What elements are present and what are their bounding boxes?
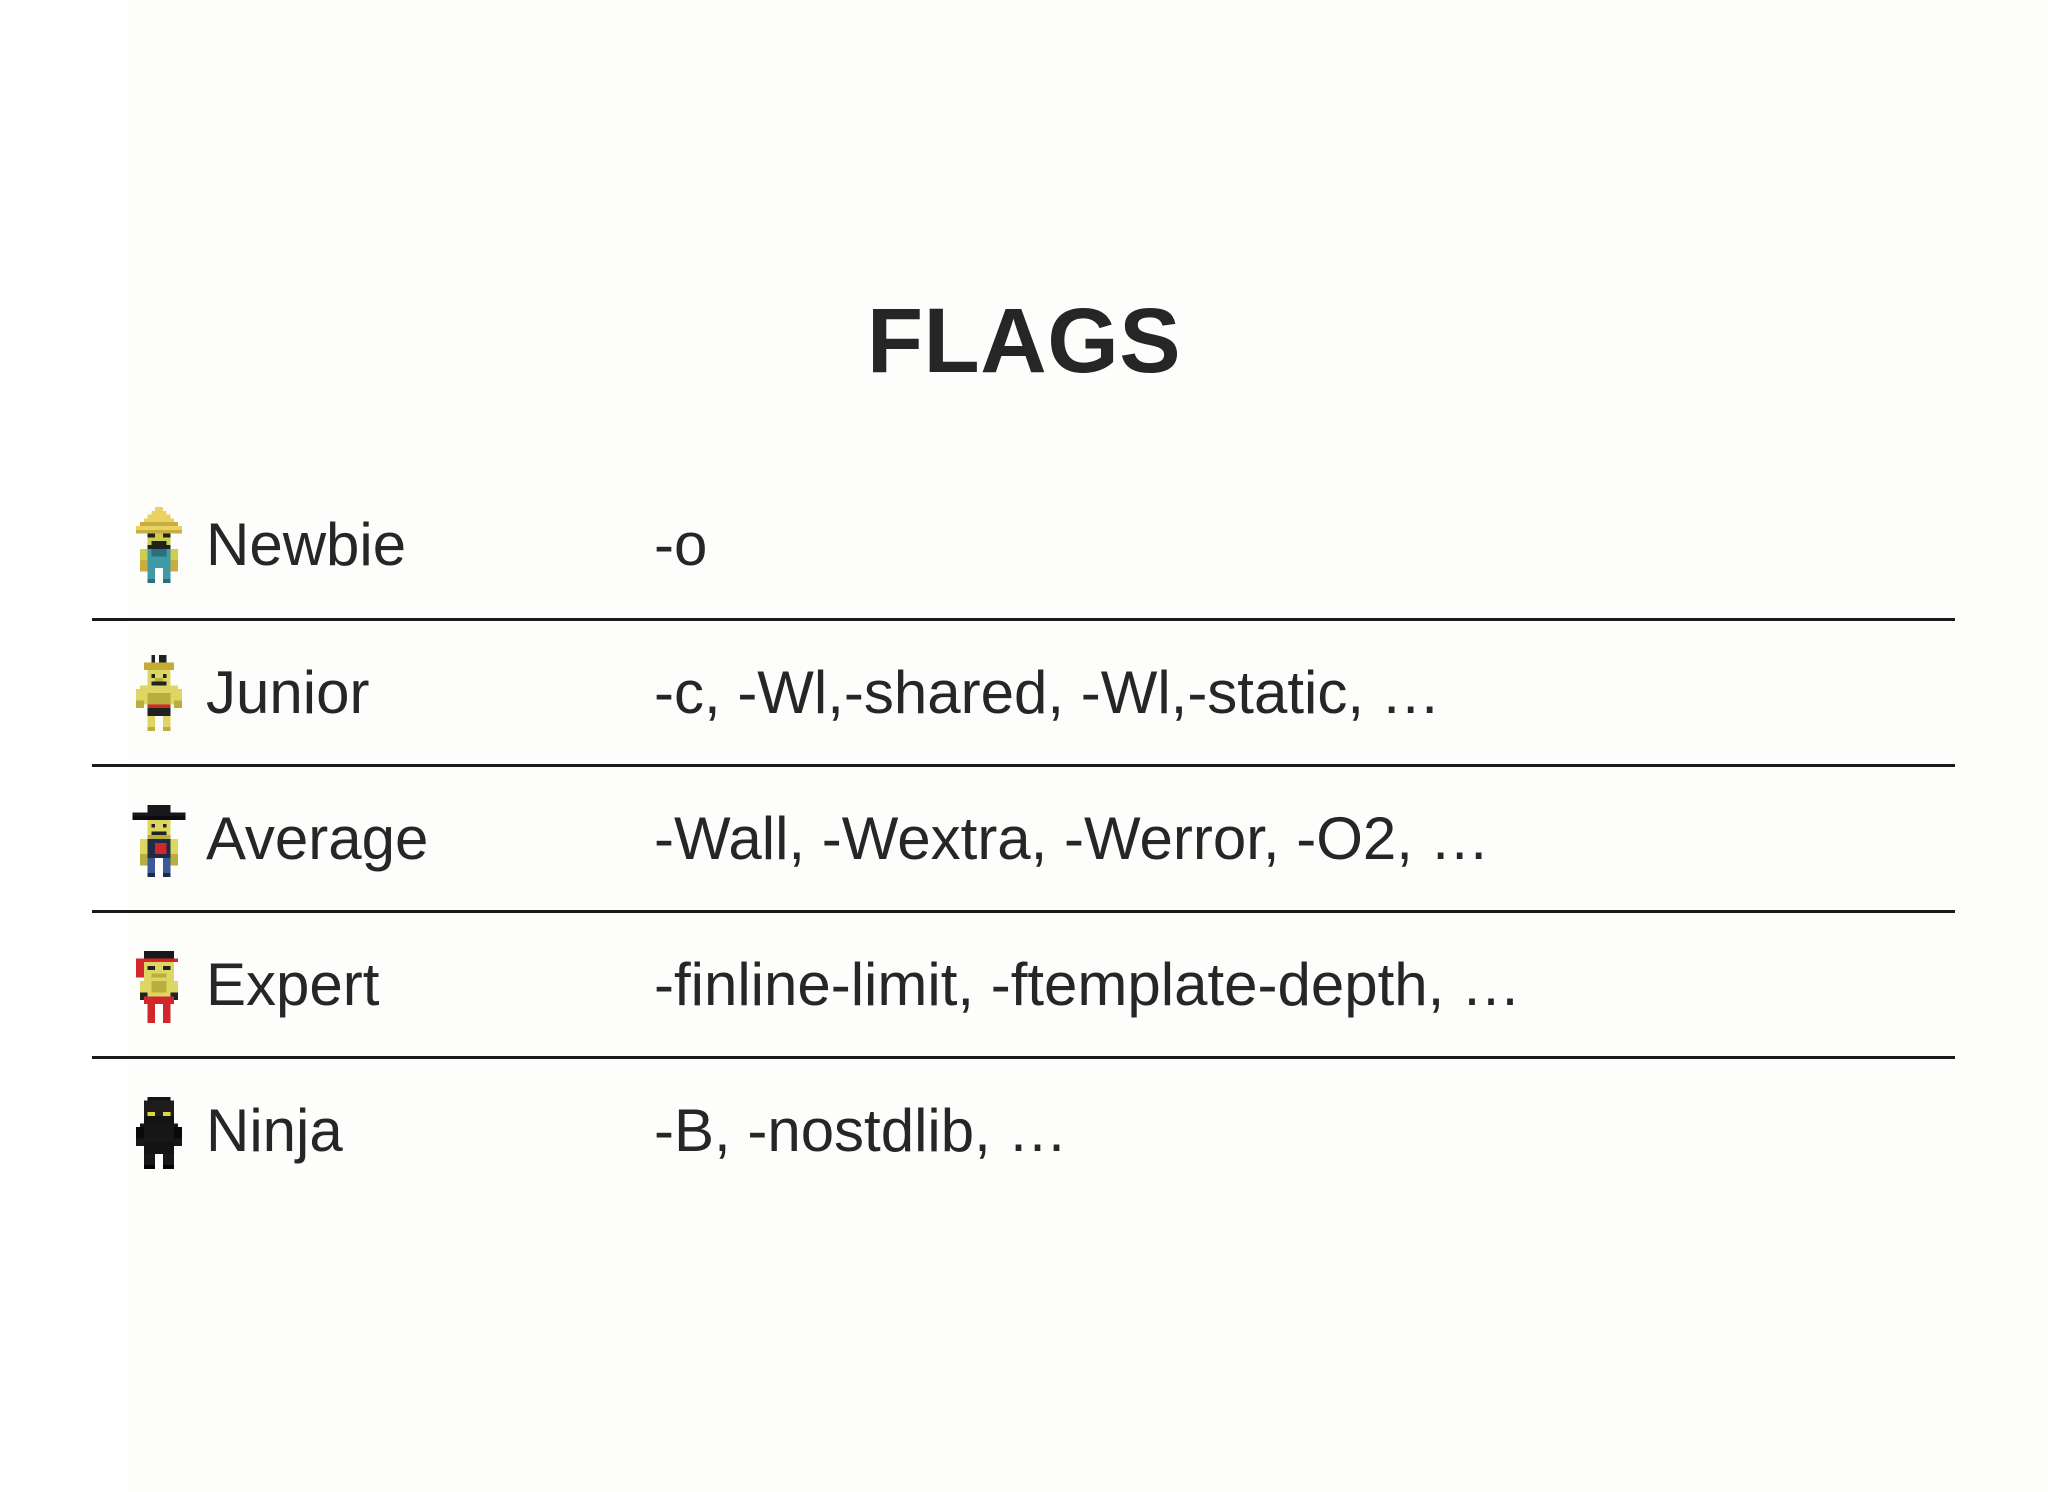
level-label: Expert <box>206 950 380 1018</box>
flags-value: -finline-limit, -ftemplate-depth, … <box>654 950 1521 1018</box>
level-cell: Ninja <box>92 1093 652 1169</box>
level-label: Newbie <box>206 511 407 578</box>
content-panel <box>128 0 2048 1492</box>
cowboy-hat-pixel-character-icon <box>132 804 186 877</box>
table-row: Average -Wall, -Wextra, -Werror, -O2, … <box>92 764 1955 910</box>
page-title: FLAGS <box>866 290 1182 392</box>
level-label: Junior <box>206 658 370 726</box>
level-cell: Newbie <box>92 507 652 583</box>
level-cell: Average <box>92 801 652 877</box>
headband-fighter-pixel-character-icon <box>136 950 178 1023</box>
table-row: Ninja -B, -nostdlib, … <box>92 1056 1955 1202</box>
farmer-straw-hat-pixel-character-icon <box>136 507 182 583</box>
level-label: Ninja <box>206 1096 343 1164</box>
table-row: Junior -c, -Wl,-shared, -Wl,-static, … <box>92 618 1955 764</box>
table-row: Expert -finline-limit, -ftemplate-depth,… <box>92 910 1955 1056</box>
ninja-pixel-character-icon <box>136 1096 182 1169</box>
flags-value: -o <box>654 511 708 578</box>
flags-value: -Wall, -Wextra, -Werror, -O2, … <box>654 804 1490 872</box>
level-cell: Expert <box>92 947 652 1023</box>
level-label: Average <box>206 804 429 872</box>
level-cell: Junior <box>92 654 652 731</box>
table-row: Newbie -o <box>92 472 1955 618</box>
sumo-wrestler-pixel-character-icon <box>136 654 182 731</box>
flags-value: -c, -Wl,-shared, -Wl,-static, … <box>654 658 1441 726</box>
flags-table: Newbie -o <box>92 472 1955 1202</box>
flags-value: -B, -nostdlib, … <box>654 1096 1068 1164</box>
